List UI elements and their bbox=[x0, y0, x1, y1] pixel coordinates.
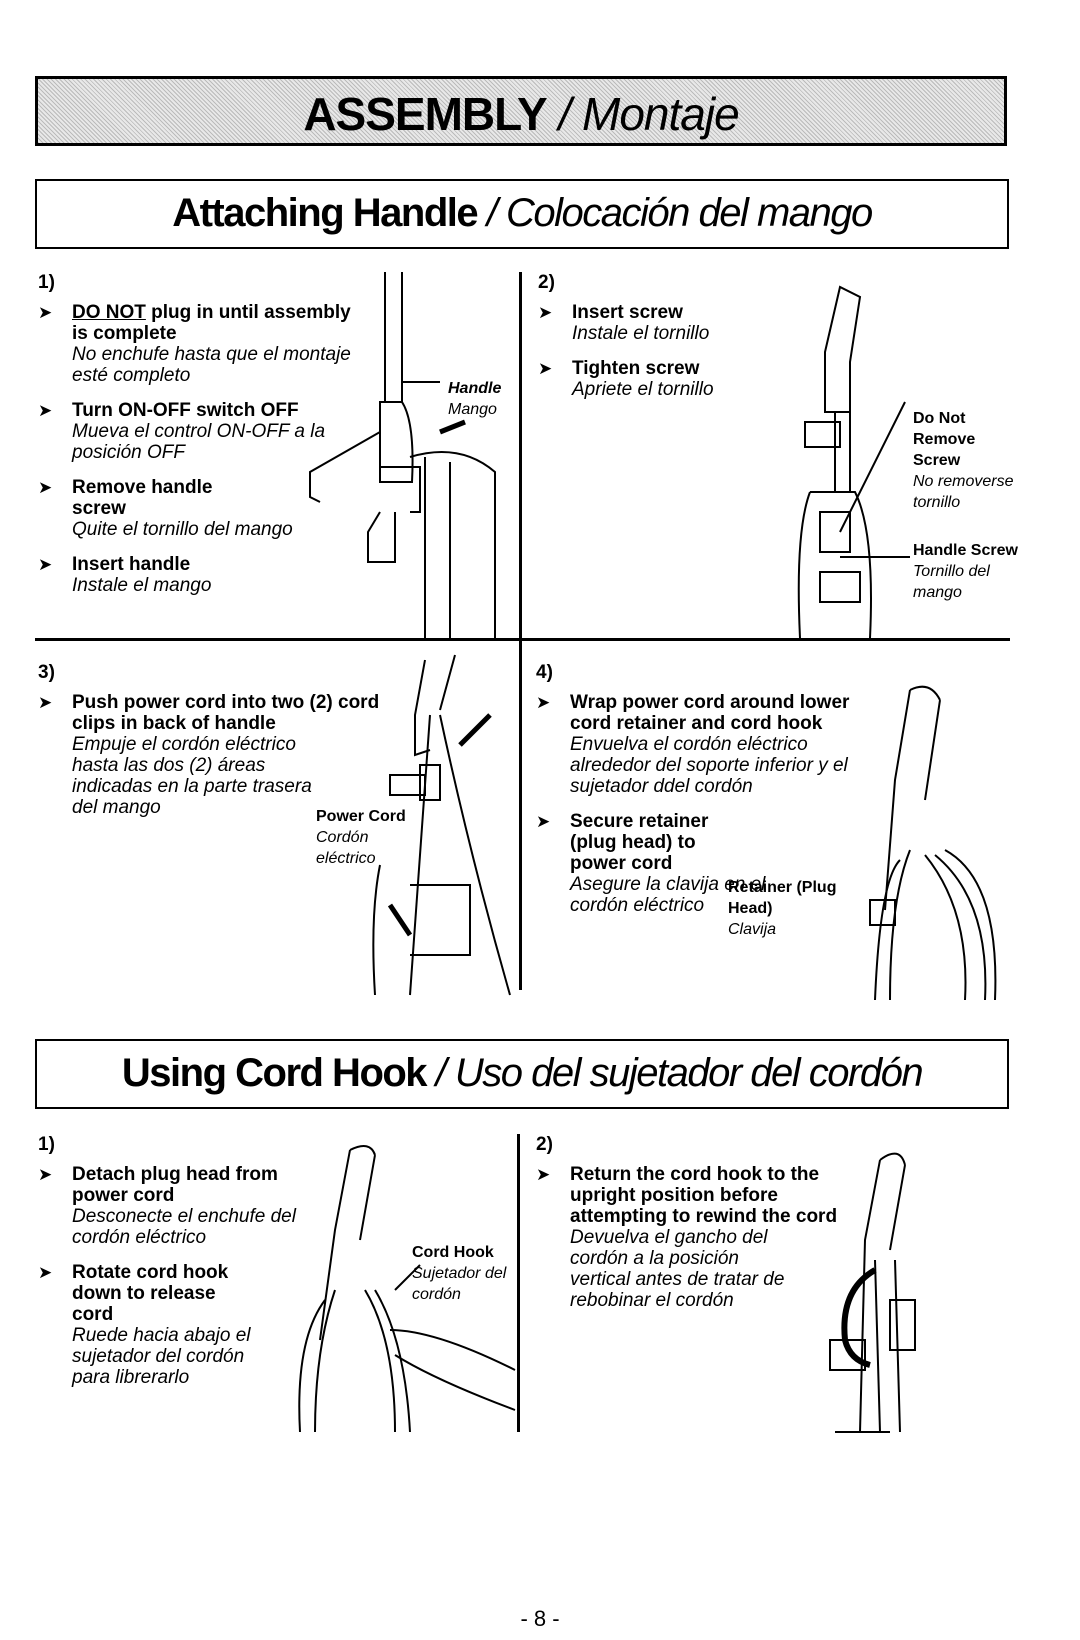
section-title-using-cord-hook: Using Cord Hook / Uso del sujetador del … bbox=[35, 1039, 1009, 1109]
cord-clips-illustration bbox=[372, 654, 511, 996]
column-divider bbox=[517, 1134, 520, 1432]
bullet-arrow-icon: ➤ bbox=[38, 693, 53, 712]
handle-illustration bbox=[309, 272, 496, 638]
row-divider bbox=[35, 638, 1010, 641]
step-1: 1) ➤ DO NOT plug in until assembly is co… bbox=[38, 272, 351, 596]
bullet-arrow-icon: ➤ bbox=[536, 693, 551, 712]
bullet-arrow-icon: ➤ bbox=[38, 555, 53, 574]
banner-title: ASSEMBLY / Montaje bbox=[303, 88, 739, 140]
column-divider bbox=[519, 272, 522, 990]
assembly-banner: ASSEMBLY / Montaje bbox=[35, 76, 1007, 146]
cord-wrap-illustration bbox=[869, 685, 997, 1001]
bullet-arrow-icon: ➤ bbox=[538, 359, 553, 378]
bullet-arrow-icon: ➤ bbox=[38, 478, 53, 497]
bullet-arrow-icon: ➤ bbox=[536, 812, 551, 831]
step-2: 2) ➤ Insert screw Instale el tornillo ➤ … bbox=[538, 272, 714, 400]
page-number: - 8 - bbox=[520, 1606, 560, 1631]
bullet-arrow-icon: ➤ bbox=[538, 303, 553, 322]
cord-hook-step-1: 1) ➤ Detach plug head from power cord De… bbox=[38, 1134, 296, 1388]
bullet-arrow-icon: ➤ bbox=[38, 1165, 53, 1184]
vacuum-handle-illustration bbox=[797, 285, 910, 639]
step-3: 3) ➤ Push power cord into two (2) cord c… bbox=[38, 662, 380, 818]
bullet-arrow-icon: ➤ bbox=[38, 401, 53, 420]
bullet-arrow-icon: ➤ bbox=[536, 1165, 551, 1184]
bullet-arrow-icon: ➤ bbox=[38, 1263, 53, 1282]
label-retainer: Retainer (Plug Head)Clavija bbox=[728, 879, 837, 938]
bullet-arrow-icon: ➤ bbox=[38, 303, 53, 322]
step-4: 4) ➤ Wrap power cord around lower cord r… bbox=[536, 662, 850, 916]
cord-hook-step-2: 2) ➤ Return the cord hook to the upright… bbox=[536, 1134, 838, 1311]
section-title-attaching-handle: Attaching Handle / Colocación del mango bbox=[35, 179, 1009, 249]
return-hook-illustration bbox=[829, 1152, 916, 1433]
release-cord-illustration bbox=[298, 1145, 516, 1433]
